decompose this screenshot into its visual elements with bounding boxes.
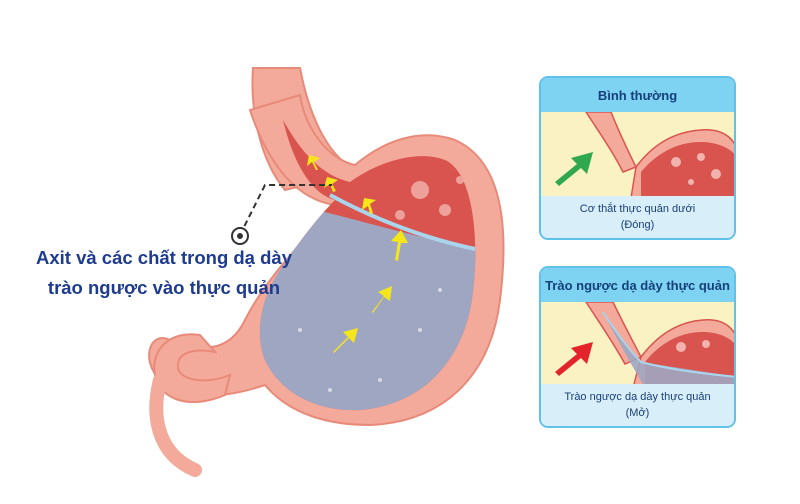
reflux-panel-caption: Trào ngược dạ dày thực quản (Mở) [541, 384, 734, 426]
normal-panel-caption: Cơ thắt thực quản dưới (Đóng) [541, 196, 734, 238]
callout-line-2: trào ngược vào thực quản [47, 277, 281, 298]
reflux-panel: Trào ngược dạ dày thực quản Trào ngược d… [539, 266, 736, 428]
normal-panel: Bình thường Cơ thắt thực quản dưới (Đóng… [539, 76, 736, 240]
normal-caption-line-2: (Đóng) [620, 219, 655, 231]
callout-line-1: Axit và các chất trong dạ dày [35, 247, 292, 268]
normal-caption-line-1: Cơ thắt thực quản dưới [579, 203, 696, 215]
normal-panel-art [541, 112, 734, 198]
reflux-caption-line-2: (Mở) [625, 407, 650, 419]
acid-arrow-icon [307, 155, 408, 353]
reflux-caption-line-1: Trào ngược dạ dày thực quản [564, 391, 711, 403]
reflux-panel-art [541, 302, 734, 388]
normal-arrow-icon [555, 152, 593, 186]
callout-leader-line [239, 184, 332, 236]
reflux-panel-title: Trào ngược dạ dày thực quản [541, 268, 734, 302]
duodenum [153, 333, 232, 404]
callout-label: Axit và các chất trong dạ dày trào ngược… [14, 243, 314, 303]
normal-panel-title: Bình thường [541, 78, 734, 112]
reflux-arrow-icon [555, 342, 593, 376]
stomach-acid [260, 195, 476, 411]
